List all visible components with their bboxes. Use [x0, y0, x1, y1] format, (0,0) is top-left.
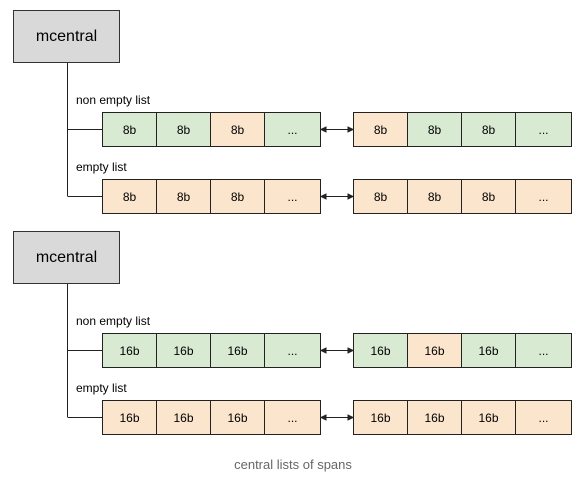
span-cell: 8b — [157, 113, 211, 146]
span-cell: 16b — [462, 401, 516, 434]
span-cell: 8b — [462, 180, 516, 213]
span-cell: 16b — [462, 334, 516, 367]
span-cell: 8b — [354, 113, 408, 146]
span-cell: 8b — [211, 113, 265, 146]
span-cell: ... — [516, 113, 571, 146]
span-list-left: 16b 16b 16b ... — [102, 400, 321, 435]
span-cell: 8b — [103, 113, 157, 146]
list-label: non empty list — [76, 314, 151, 328]
span-cell: 16b — [354, 401, 408, 434]
mcentral-box: mcentral — [13, 10, 120, 63]
span-cell: 8b — [157, 180, 211, 213]
diagram-caption: central lists of spans — [234, 457, 352, 472]
span-list-left: 8b 8b 8b ... — [102, 112, 321, 147]
span-list-right: 8b 8b 8b ... — [353, 112, 572, 147]
span-cell: 16b — [157, 401, 211, 434]
span-cell: 16b — [157, 334, 211, 367]
span-cell: ... — [265, 334, 320, 367]
span-cell: 8b — [211, 180, 265, 213]
span-cell: 16b — [211, 334, 265, 367]
span-list-left: 16b 16b 16b ... — [102, 333, 321, 368]
span-list-left: 8b 8b 8b ... — [102, 179, 321, 214]
list-label: non empty list — [76, 93, 151, 107]
span-cell: 16b — [408, 334, 462, 367]
span-cell: ... — [265, 401, 320, 434]
span-cell: 16b — [103, 401, 157, 434]
span-cell: ... — [516, 401, 571, 434]
span-cell: 16b — [408, 401, 462, 434]
span-list-right: 16b 16b 16b ... — [353, 333, 572, 368]
span-list-right: 8b 8b 8b ... — [353, 179, 572, 214]
span-cell: ... — [265, 180, 320, 213]
span-cell: 8b — [462, 113, 516, 146]
span-list-right: 16b 16b 16b ... — [353, 400, 572, 435]
span-cell: 16b — [211, 401, 265, 434]
span-cell: 16b — [103, 334, 157, 367]
span-cell: ... — [516, 334, 571, 367]
span-cell: 16b — [354, 334, 408, 367]
span-cell: 8b — [354, 180, 408, 213]
span-cell: 8b — [103, 180, 157, 213]
list-label: empty list — [76, 381, 127, 395]
mcentral-box: mcentral — [13, 231, 120, 284]
span-cell: ... — [265, 113, 320, 146]
span-cell: 8b — [408, 113, 462, 146]
span-cell: 8b — [408, 180, 462, 213]
span-cell: ... — [516, 180, 571, 213]
list-label: empty list — [76, 160, 127, 174]
